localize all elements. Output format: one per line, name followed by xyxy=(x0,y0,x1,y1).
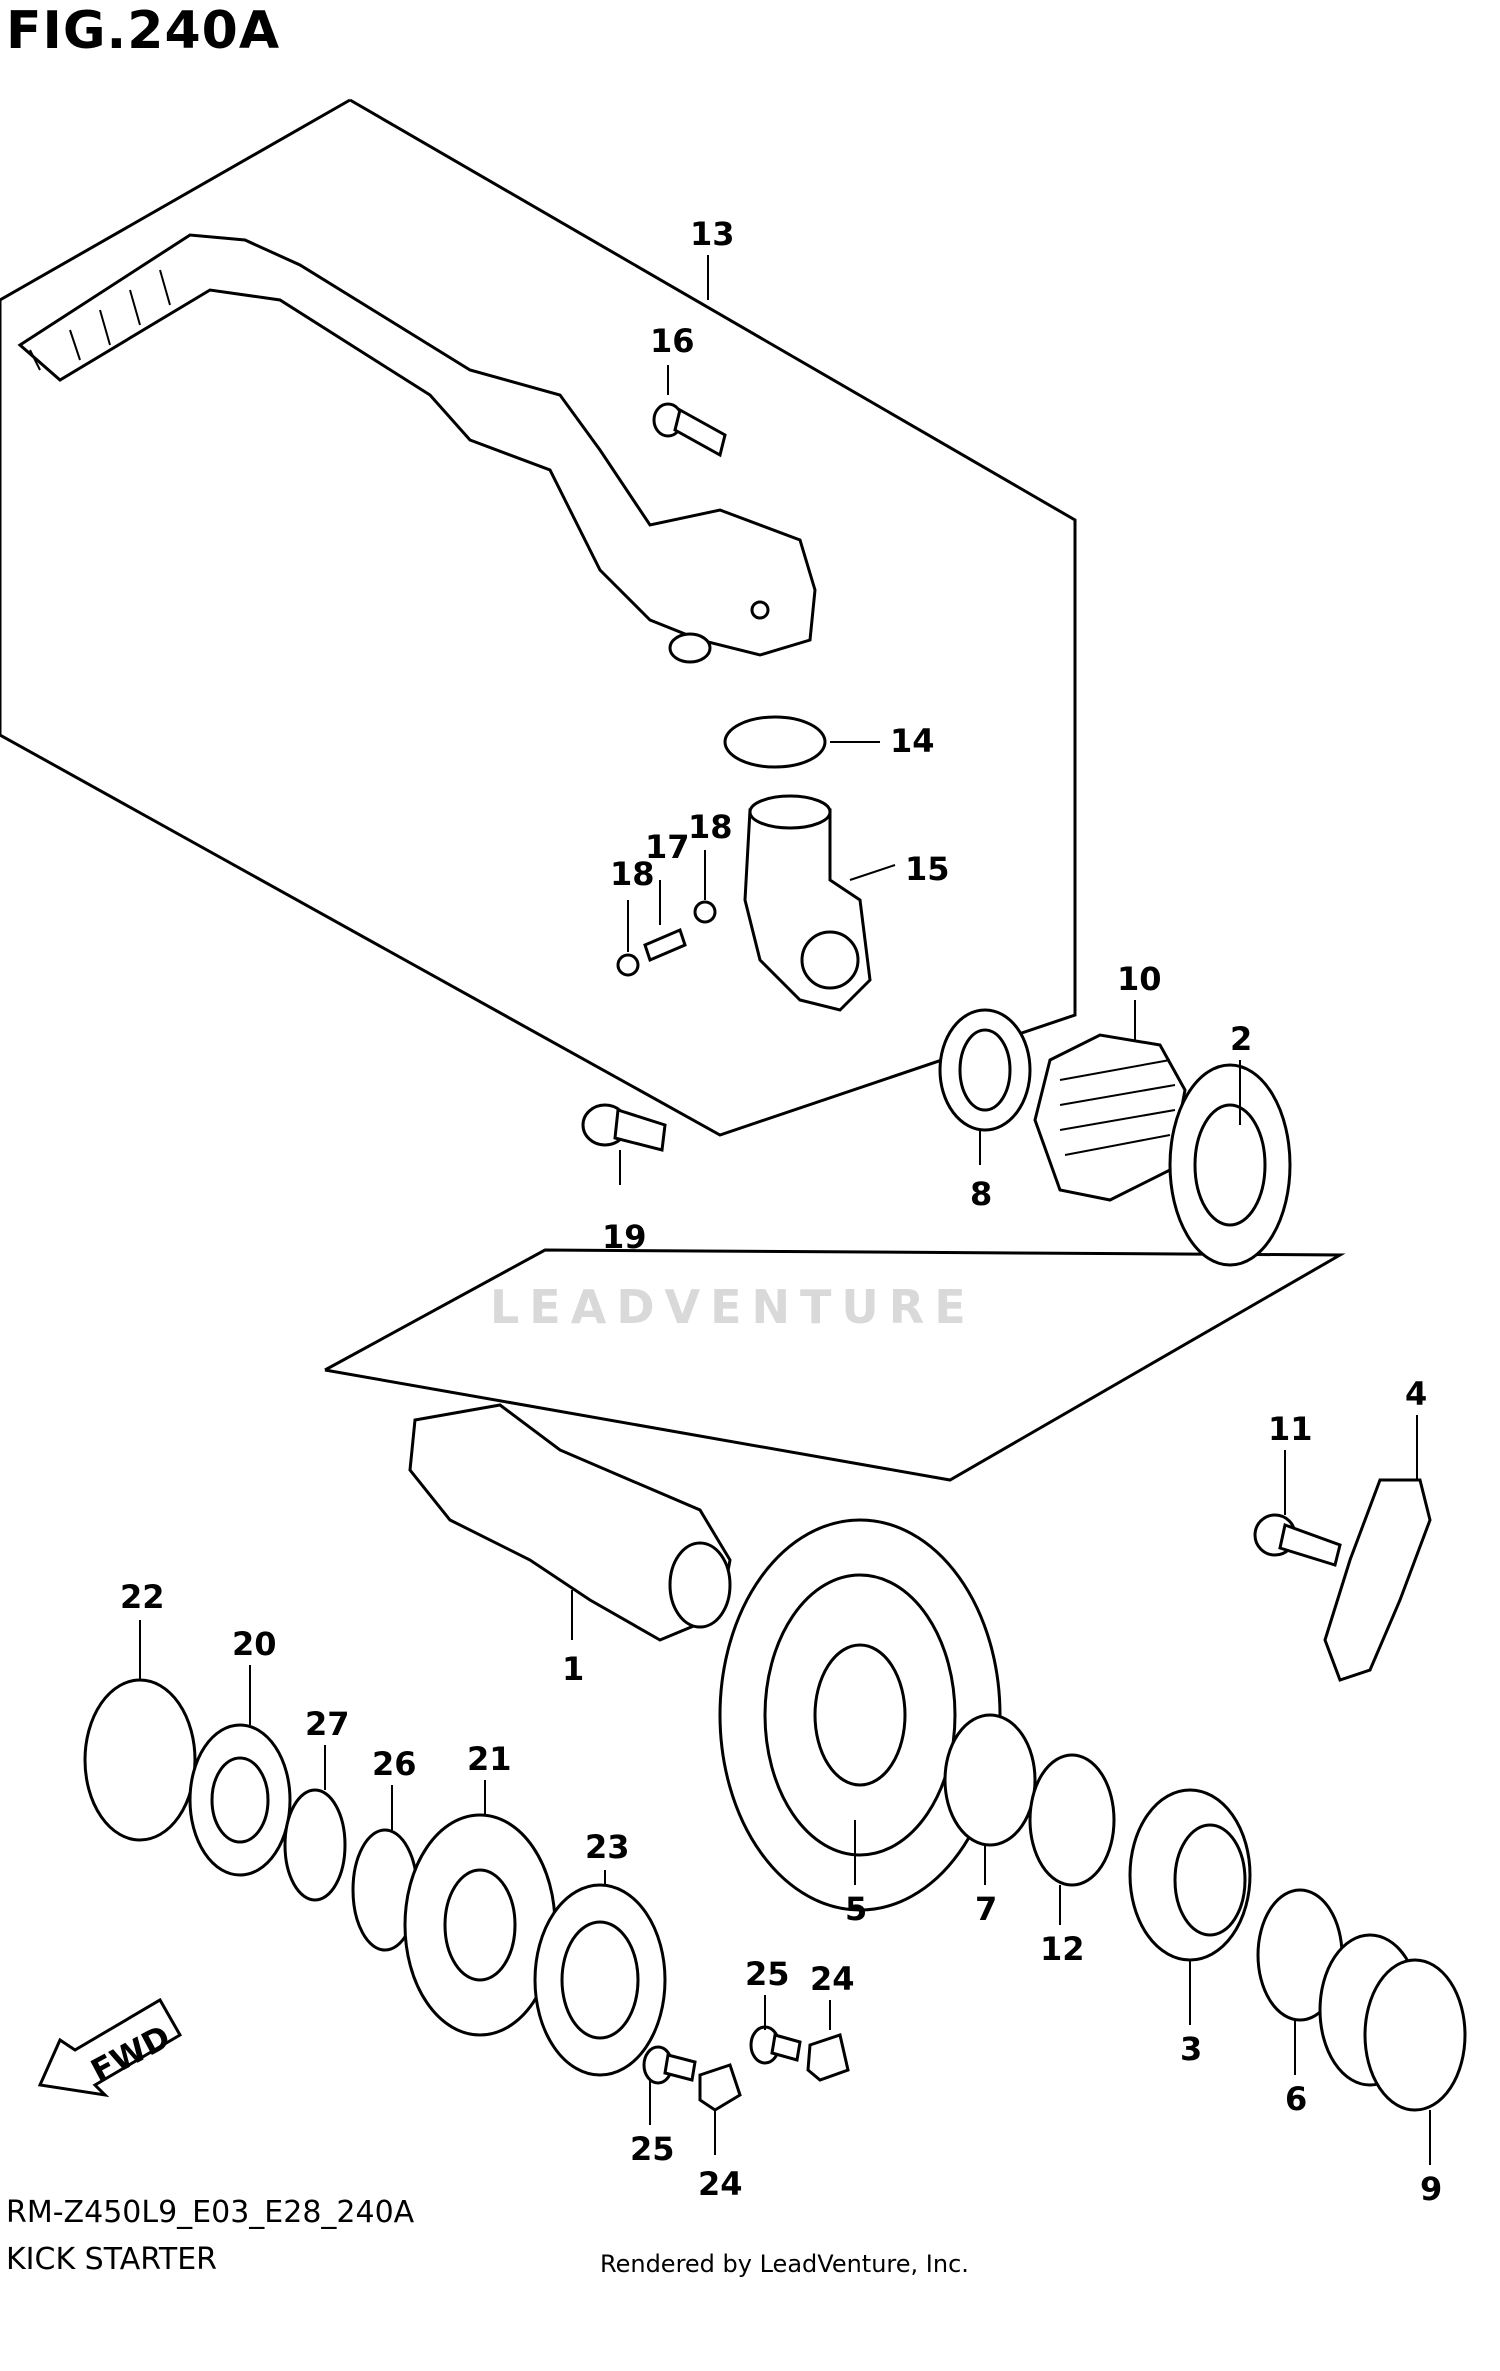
callout-18-left: 18 xyxy=(610,855,655,893)
callout-14: 14 xyxy=(890,722,935,760)
figure-code: RM-Z450L9_E03_E28_240A xyxy=(6,2195,415,2230)
kick-shaft-1-part[interactable] xyxy=(408,1403,732,1642)
callout-1: 1 xyxy=(562,1650,584,1688)
callout-12: 12 xyxy=(1040,1930,1085,1968)
callout-24-lower: 24 xyxy=(698,2165,743,2203)
spring-17-part[interactable] xyxy=(643,927,687,963)
kick-gear-5-part[interactable] xyxy=(718,1518,1002,1912)
callout-15: 15 xyxy=(905,850,950,888)
forward-arrow-icon: FWD xyxy=(37,1997,183,2098)
callout-19: 19 xyxy=(602,1218,647,1256)
washer-2-part[interactable] xyxy=(1168,1063,1292,1267)
kick-lever-part[interactable] xyxy=(17,233,817,664)
callout-25-upper: 25 xyxy=(745,1955,790,1993)
washer-23-part[interactable] xyxy=(533,1883,667,2077)
ratchet-spring-9-part[interactable] xyxy=(1318,1933,1467,2112)
retainer-20-part[interactable] xyxy=(188,1723,292,1877)
ball-18b-part[interactable] xyxy=(693,900,717,924)
callout-6: 6 xyxy=(1285,2080,1307,2118)
lock-plate-4-part[interactable] xyxy=(1323,1478,1432,1682)
callout-10: 10 xyxy=(1117,960,1162,998)
ring-27-part[interactable] xyxy=(283,1788,347,1902)
oil-seal-8-part[interactable] xyxy=(938,1008,1032,1132)
callout-18-right: 18 xyxy=(688,808,733,846)
bolt-25b-part[interactable] xyxy=(749,2025,802,2065)
upper-group-boundary xyxy=(0,98,1077,1137)
lower-group-boundary xyxy=(324,1248,1346,1482)
figure-name: KICK STARTER xyxy=(6,2242,218,2277)
bolt-25a-part[interactable] xyxy=(642,2045,697,2085)
callout-7: 7 xyxy=(975,1890,997,1928)
callout-16: 16 xyxy=(650,322,695,360)
o-ring-14-part[interactable] xyxy=(723,715,827,769)
watermark-text: LEADVENTURE xyxy=(490,1280,976,1334)
bolt-19-part[interactable] xyxy=(581,1103,667,1152)
callout-8: 8 xyxy=(970,1175,992,1213)
callout-26: 26 xyxy=(372,1745,417,1783)
ball-18-part[interactable] xyxy=(616,953,640,977)
callout-2: 2 xyxy=(1230,1020,1252,1058)
callout-22: 22 xyxy=(120,1578,165,1616)
ratchet-3-part[interactable] xyxy=(1128,1788,1252,1962)
callout-4: 4 xyxy=(1405,1375,1427,1413)
callout-9: 9 xyxy=(1420,2170,1442,2208)
kick-shaft-15-part[interactable] xyxy=(743,794,872,1012)
callout-24-upper: 24 xyxy=(810,1960,855,1998)
callout-5: 5 xyxy=(845,1890,867,1928)
circlip-12-part[interactable] xyxy=(1028,1753,1116,1887)
bolt-16-part[interactable] xyxy=(652,402,727,458)
washer-7-part[interactable] xyxy=(943,1713,1037,1847)
bolt-11-part[interactable] xyxy=(1253,1513,1342,1567)
plate-24b-part[interactable] xyxy=(806,2033,850,2082)
plate-24a-part[interactable] xyxy=(698,2063,742,2112)
callout-25-lower: 25 xyxy=(630,2130,675,2168)
callout-13: 13 xyxy=(690,215,735,253)
render-credit: Rendered by LeadVenture, Inc. xyxy=(600,2250,969,2278)
figure-title: FIG.240A xyxy=(6,1,281,61)
leader-lines xyxy=(139,255,1431,2165)
callout-11: 11 xyxy=(1268,1410,1313,1448)
circlip-22-part[interactable] xyxy=(83,1678,197,1842)
idle-gear-21-part[interactable] xyxy=(403,1813,557,2037)
callout-23: 23 xyxy=(585,1828,630,1866)
kick-spring-10-part[interactable] xyxy=(1033,1033,1187,1202)
callout-27: 27 xyxy=(305,1705,350,1743)
callout-21: 21 xyxy=(467,1740,512,1778)
callout-3: 3 xyxy=(1180,2030,1202,2068)
callout-17: 17 xyxy=(645,828,690,866)
callout-20: 20 xyxy=(232,1625,277,1663)
